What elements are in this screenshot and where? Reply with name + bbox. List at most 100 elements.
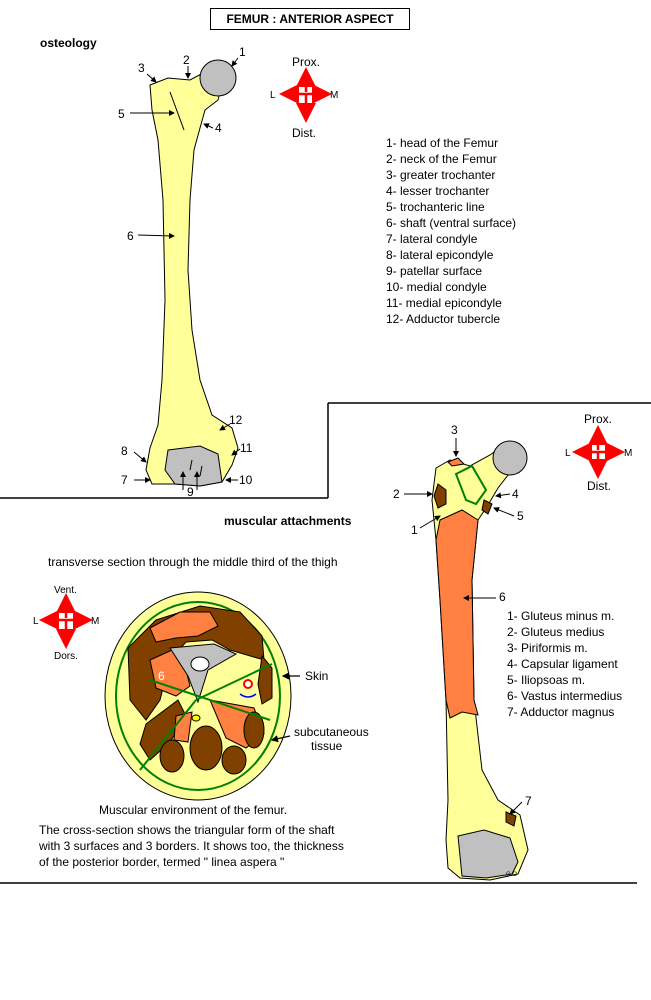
legend-item: 12- Adductor tubercle [386, 312, 501, 326]
osteology-number-labels: 1 2 3 4 5 6 7 8 9 10 11 12 [118, 45, 253, 499]
page-title: FEMUR : ANTERIOR ASPECT [210, 8, 410, 30]
legend-item: 9- patellar surface [386, 264, 483, 278]
subcutaneous-label: subcutaneous [294, 725, 369, 739]
ost-num-2: 2 [183, 53, 190, 67]
osteology-legend: 1- head of the Femur 2- neck of the Femu… [386, 135, 516, 327]
vastus-intermedius-area [435, 509, 479, 719]
condyle-surface-2 [457, 829, 519, 879]
fascia-ring [115, 601, 281, 791]
ost-num-9: 9 [187, 485, 194, 499]
ost-num-3: 3 [138, 61, 145, 75]
sciatic-nerve [191, 714, 201, 722]
legend-item: 1- head of the Femur [386, 136, 499, 150]
capsular-ligament [454, 464, 488, 506]
osteology-heading: osteology [40, 36, 97, 50]
posterior-muscle-bottom-2 [189, 725, 223, 771]
legend-item: 11- medial epicondyle [386, 296, 502, 310]
posterior-muscle-right [243, 711, 265, 749]
description-line: of the posterior border, termed " linea … [39, 855, 285, 869]
ost-num-8: 8 [121, 444, 128, 458]
posterior-muscle-small [173, 711, 193, 743]
legend-item: 4- Capsular ligament [507, 657, 618, 671]
compass-dist-label: Dist. [292, 126, 316, 140]
femur-bone [145, 71, 239, 487]
femoral-head-2 [492, 440, 528, 476]
ost-num-5: 5 [118, 107, 125, 121]
muscular-compass [572, 425, 625, 479]
compass3-m-label: M [91, 616, 99, 627]
ost-num-7: 7 [121, 473, 128, 487]
signature: G.O [506, 872, 517, 878]
legend-item: 3- greater trochanter [386, 168, 496, 182]
legend-item: 6- shaft (ventral surface) [386, 216, 517, 230]
osteology-femur [145, 59, 239, 487]
legend-item: 2- Gluteus medius [507, 625, 605, 639]
description-line: with 3 surfaces and 3 borders. It shows … [39, 839, 344, 853]
compass2-prox-label: Prox. [584, 412, 612, 426]
compass2-l-label: L [565, 448, 571, 459]
compass2-dist-label: Dist. [587, 479, 611, 493]
mus-num-5: 5 [517, 509, 524, 523]
iliopsoas-area [481, 499, 493, 515]
anterior-muscle-light [149, 611, 219, 643]
section-pointer-arrows [270, 672, 300, 743]
mus-num-3: 3 [451, 423, 458, 437]
muscular-heading: muscular attachments [224, 514, 352, 528]
ost-num-1: 1 [239, 45, 246, 59]
mus-num-1: 1 [411, 523, 418, 537]
legend-item: 8- lateral epicondyle [386, 248, 494, 262]
posterior-muscle-bottom-3 [221, 745, 247, 775]
section-caption: Muscular environment of the femur. [99, 803, 288, 817]
piriformis-area [447, 457, 466, 467]
ost-num-12: 12 [229, 413, 243, 427]
section-compass [39, 593, 93, 649]
compass-l-label: L [270, 90, 276, 101]
femoral-head [199, 59, 237, 97]
legend-item: 7- lateral condyle [386, 232, 478, 246]
vessels-nerve [239, 693, 257, 698]
muscular-number-labels: 3 2 1 4 5 6 7 G.O [393, 423, 532, 878]
legend-item: 4- lesser trochanter [386, 184, 490, 198]
compass2-m-label: M [624, 448, 632, 459]
compass3-dors-label: Dors. [54, 651, 78, 662]
compass-m-label: M [330, 90, 338, 101]
muscular-femur [431, 440, 529, 881]
transverse-section [104, 591, 292, 801]
legend-item: 5- Iliopsoas m. [507, 673, 586, 687]
legend-item: 6- Vastus intermedius [507, 689, 623, 703]
legend-item: 3- Piriformis m. [507, 641, 588, 655]
compass3-l-label: L [33, 616, 39, 627]
section-heading: transverse section through the middle th… [48, 555, 338, 569]
ost-num-4: 4 [215, 121, 222, 135]
compass-prox-label: Prox. [292, 55, 320, 69]
mus-num-4: 4 [512, 487, 519, 501]
tissue-label: tissue [311, 739, 343, 753]
section-label-6: 6 [158, 669, 165, 683]
legend-item: 1- Gluteus minus m. [507, 609, 615, 623]
ost-num-6: 6 [127, 229, 134, 243]
legend-item: 2- neck of the Femur [386, 152, 497, 166]
muscular-legend: 1- Gluteus minus m. 2- Gluteus medius 3-… [507, 608, 622, 720]
gluteus-medius-area [433, 483, 447, 509]
posterior-muscle-bottom-1 [159, 739, 185, 773]
legend-item: 7- Adductor magnus [507, 705, 615, 719]
osteology-pointer-arrows [130, 57, 241, 490]
mus-num-2: 2 [393, 487, 400, 501]
description-line: The cross-section shows the triangular f… [39, 823, 335, 837]
osteology-compass [279, 67, 332, 123]
frame-lines [0, 402, 651, 884]
patellar-surface [164, 445, 223, 487]
compass3-vent-label: Vent. [54, 585, 77, 596]
femur-bone-section [169, 643, 238, 704]
muscular-pointer-arrows [404, 438, 523, 815]
section-description: The cross-section shows the triangular f… [39, 822, 344, 870]
mus-num-7: 7 [525, 794, 532, 808]
skin-label: Skin [305, 669, 328, 683]
femoral-artery [243, 679, 253, 689]
ost-num-10: 10 [239, 473, 253, 487]
mus-num-6: 6 [499, 590, 506, 604]
legend-item: 5- trochanteric line [386, 200, 485, 214]
ost-num-11: 11 [240, 441, 253, 455]
legend-item: 10- medial condyle [386, 280, 487, 294]
